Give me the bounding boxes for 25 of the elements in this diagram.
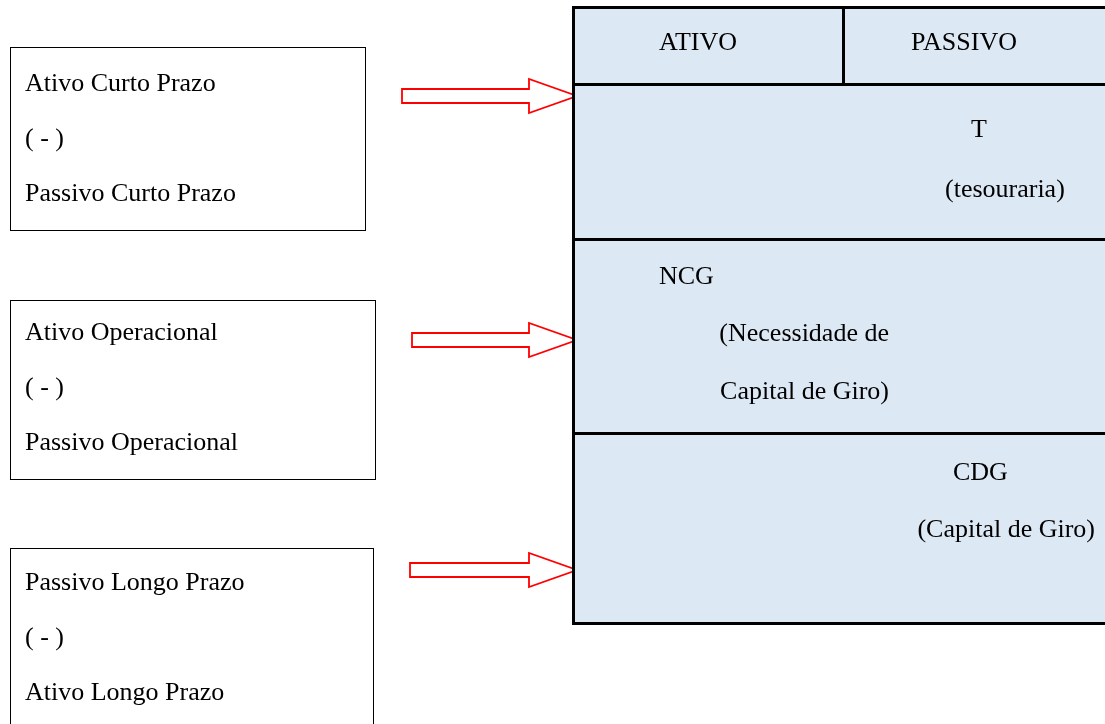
node-text: ( - ) xyxy=(25,372,64,402)
text-box xyxy=(10,548,374,724)
node-title: Ativo Operacional xyxy=(25,317,218,347)
node-text: ( - ) xyxy=(25,622,64,652)
node-text: (Capital de Giro) xyxy=(916,513,1095,545)
node-text: Passivo Curto Prazo xyxy=(25,178,236,208)
node-title: ATIVO xyxy=(659,27,737,57)
text-box xyxy=(10,300,376,480)
node-text: Passivo Operacional xyxy=(25,427,238,457)
node-title: Passivo Longo Prazo xyxy=(25,567,245,597)
node-text: ( - ) xyxy=(25,123,64,153)
header-cell xyxy=(842,6,1105,86)
table-row xyxy=(572,432,1105,625)
node-text: Ativo Longo Prazo xyxy=(25,677,225,707)
node-title: T xyxy=(971,114,987,144)
table-row xyxy=(572,83,1105,241)
header-cell xyxy=(572,6,845,86)
node-title: PASSIVO xyxy=(911,27,1017,57)
node-text: (Necessidade de Capital de Giro) xyxy=(718,317,889,407)
node-text: (tesouraria) xyxy=(945,174,1065,204)
node-title: NCG xyxy=(659,261,714,291)
table-row xyxy=(572,238,1105,435)
text-box xyxy=(10,47,366,231)
node-title: Ativo Curto Prazo xyxy=(25,68,216,98)
node-title: CDG xyxy=(953,457,1008,487)
